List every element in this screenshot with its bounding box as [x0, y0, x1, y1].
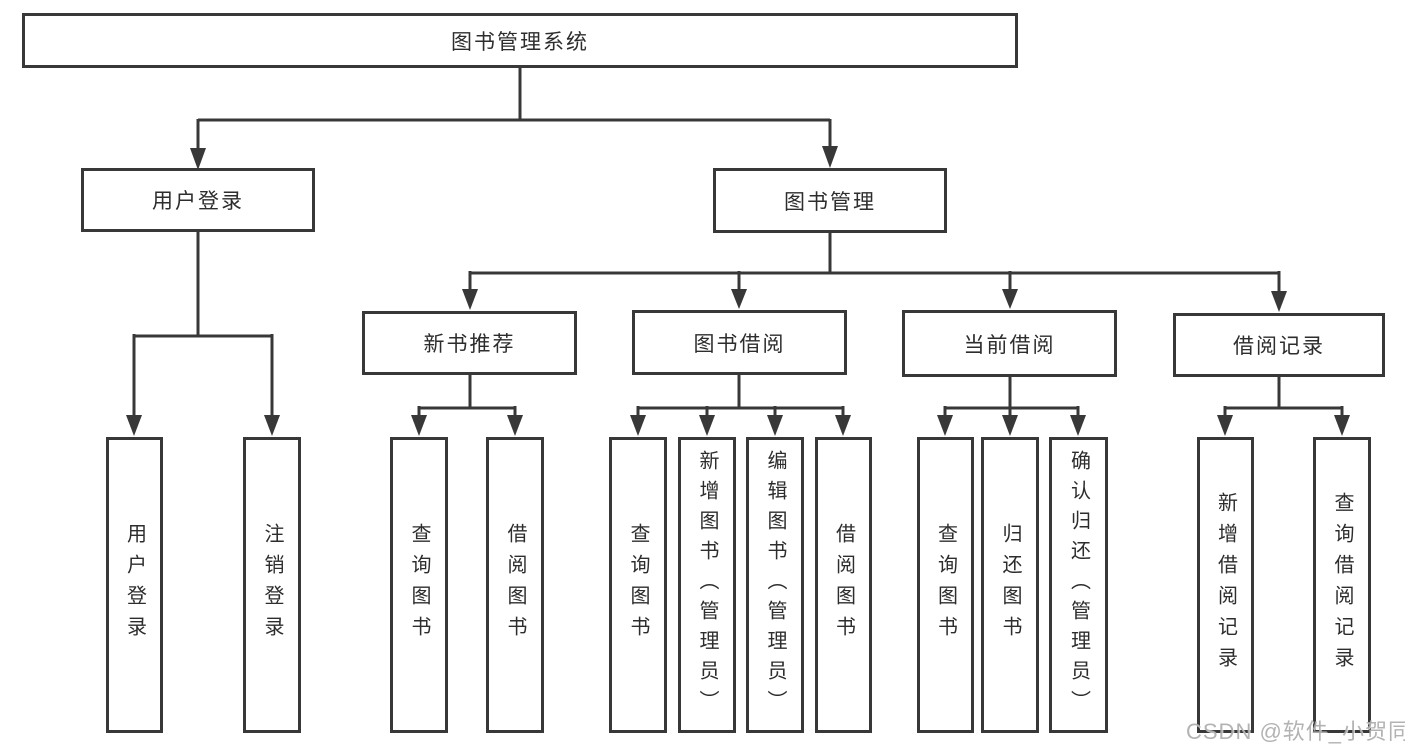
leaf-user-login: 用户登录	[106, 437, 163, 733]
node-user-login-label: 用户登录	[152, 190, 244, 213]
leaf-borrow-books-recommend: 借阅图书	[486, 437, 544, 733]
leaf-return-books: 归还图书	[981, 437, 1039, 733]
leaf-query-books-borrowing: 查询图书	[609, 437, 667, 733]
leaf-add-books-admin-label: 新增图书（管理员）	[696, 450, 718, 720]
leaf-query-borrow-record-label: 查询借阅记录	[1331, 492, 1353, 678]
node-book-borrowing-label: 图书借阅	[693, 332, 786, 356]
node-book-borrowing: 图书借阅	[632, 310, 847, 375]
leaf-add-books-admin: 新增图书（管理员）	[678, 437, 736, 733]
node-library-system: 图书管理系统	[22, 13, 1018, 68]
node-book-management-label: 图书管理	[784, 190, 876, 214]
leaf-edit-books-admin: 编辑图书（管理员）	[746, 437, 804, 733]
leaf-borrow-books: 借阅图书	[815, 437, 872, 733]
leaf-edit-books-admin-label: 编辑图书（管理员）	[764, 450, 786, 720]
leaf-confirm-return-admin: 确认归还（管理员）	[1049, 437, 1108, 733]
node-current-borrowing: 当前借阅	[902, 310, 1117, 377]
watermark: CSDN @软件_小贺同学	[1186, 719, 1405, 744]
leaf-borrow-books-label: 借阅图书	[832, 523, 855, 647]
node-borrow-records: 借阅记录	[1173, 313, 1385, 377]
node-new-book-recommend: 新书推荐	[362, 311, 577, 375]
leaf-confirm-return-admin-label: 确认归还（管理员）	[1067, 450, 1090, 720]
leaf-user-login-label: 用户登录	[123, 523, 146, 647]
leaf-query-borrow-record: 查询借阅记录	[1313, 437, 1371, 733]
node-current-borrowing-label: 当前借阅	[963, 333, 1056, 357]
leaf-query-books-recommend-label: 查询图书	[408, 523, 430, 647]
node-borrow-records-label: 借阅记录	[1233, 335, 1325, 358]
leaf-borrow-books-recommend-label: 借阅图书	[504, 523, 526, 647]
leaf-query-books-borrowing-label: 查询图书	[627, 523, 649, 647]
leaf-add-borrow-record-label: 新增借阅记录	[1214, 492, 1237, 678]
leaf-add-borrow-record: 新增借阅记录	[1197, 437, 1254, 733]
leaf-logout-login: 注销登录	[243, 437, 301, 733]
node-new-book-recommend-label: 新书推荐	[423, 333, 516, 356]
leaf-query-books-recommend: 查询图书	[390, 437, 448, 733]
leaf-query-books-current-label: 查询图书	[934, 523, 957, 647]
leaf-return-books-label: 归还图书	[999, 523, 1021, 647]
node-book-management: 图书管理	[713, 168, 947, 233]
node-library-system-label: 图书管理系统	[451, 30, 589, 54]
node-user-login: 用户登录	[81, 168, 315, 232]
leaf-query-books-current: 查询图书	[917, 437, 974, 733]
leaf-logout-login-label: 注销登录	[261, 523, 283, 647]
